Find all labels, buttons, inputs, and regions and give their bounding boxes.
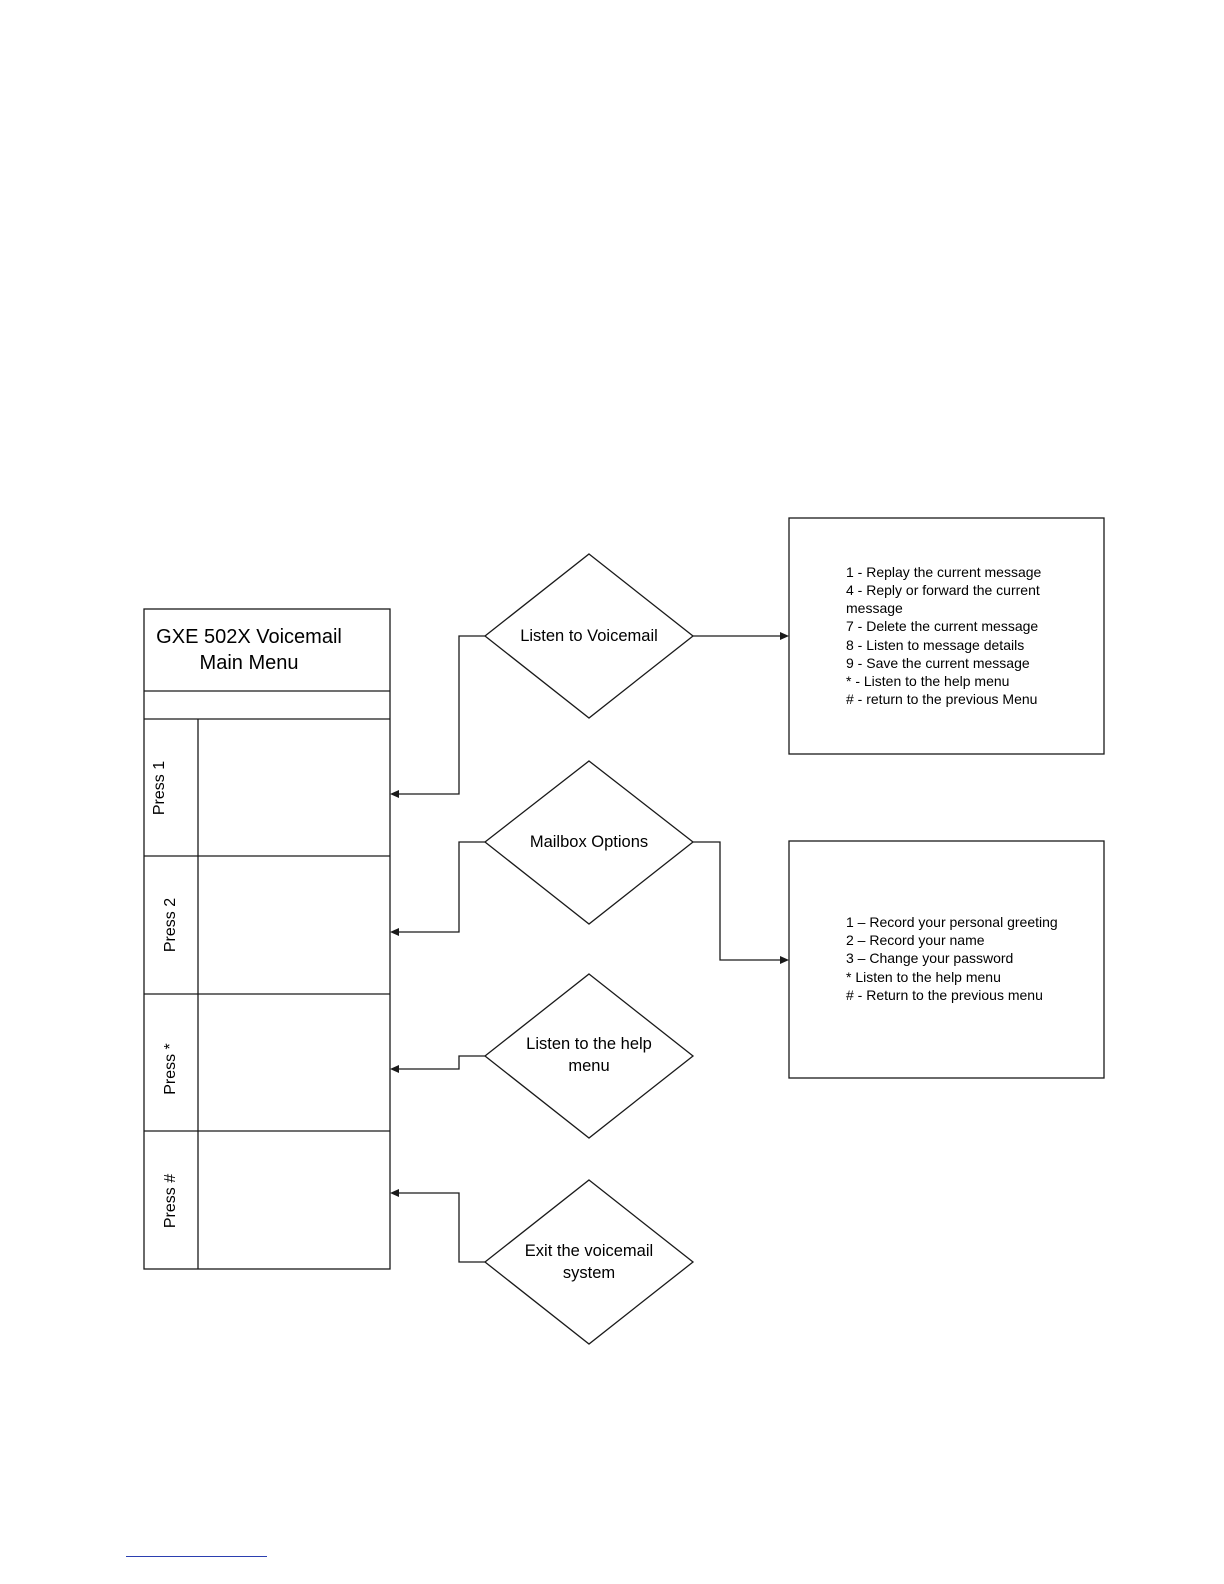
mailbox-options-frame [788,840,1105,1079]
voicemail-option-item: * - Listen to the help menu [846,673,1009,689]
arrowhead-press1 [390,790,399,798]
decision-listen-voicemail: Listen to Voicemail [483,553,695,719]
row-label-press-star: Press * [162,1043,179,1095]
mailbox-option-item: 1 – Record your personal greeting [846,914,1058,930]
voicemail-options-list: 1 - Replay the current message 4 - Reply… [846,564,1042,707]
decision-help-menu: Listen to the help menu [483,973,695,1139]
main-menu-title-line2: Main Menu [200,652,299,674]
footnote-separator [126,1556,267,1557]
diamond-help-menu [483,973,695,1139]
arrowhead-voicemail-options [780,632,789,640]
diamond-exit-system-label-line1: Exit the voicemail [525,1242,653,1260]
voicemail-option-item: message [846,600,903,616]
voicemail-option-item: 9 - Save the current message [846,655,1030,671]
diamond-help-menu-label-line1: Listen to the help [526,1035,652,1053]
arrowhead-press-star [390,1065,399,1073]
voicemail-options-box: 1 - Replay the current message 4 - Reply… [788,517,1105,755]
connector-mailbox-to-options [693,841,780,961]
connector-mailbox-to-press2 [399,841,485,933]
voicemail-option-item: 8 - Listen to message details [846,637,1024,653]
connector-listen-to-press1 [399,635,485,795]
main-menu-title-line1: GXE 502X Voicemail [156,626,342,648]
diamond-help-menu-label-line2: menu [568,1057,609,1075]
diamond-listen-voicemail-label: Listen to Voicemail [520,627,658,645]
main-menu-frame [143,608,391,1270]
row-label-press-hash: Press # [162,1174,179,1228]
mailbox-options-box: 1 – Record your personal greeting 2 – Re… [788,840,1105,1079]
voicemail-options-frame [788,517,1105,755]
mailbox-option-item: * Listen to the help menu [846,969,1001,985]
decision-exit-system: Exit the voicemail system [483,1179,695,1345]
diamond-exit-system-label-line2: system [563,1264,615,1282]
arrowhead-press2 [390,928,399,936]
voicemail-option-item: 7 - Delete the current message [846,618,1038,634]
diamond-mailbox-options [483,760,695,925]
voicemail-option-item: 1 - Replay the current message [846,564,1042,580]
connector-help-to-press-star [399,1055,485,1070]
main-menu-table: GXE 502X Voicemail Main Menu Press 1 Pre… [143,608,391,1270]
diamond-exit-system [483,1179,695,1345]
mailbox-option-item: 2 – Record your name [846,932,985,948]
voicemail-option-item: # - return to the previous Menu [846,691,1037,707]
connector-exit-to-press-hash [399,1192,485,1263]
arrowhead-mailbox-options [780,956,789,964]
connectors [390,632,789,1263]
mailbox-option-item: # - Return to the previous menu [846,987,1043,1003]
mailbox-options-list: 1 – Record your personal greeting 2 – Re… [846,914,1058,1003]
mailbox-option-item: 3 – Change your password [846,950,1013,966]
diamond-listen-voicemail [483,553,695,719]
arrowhead-press-hash [390,1189,399,1197]
decision-mailbox-options: Mailbox Options [483,760,695,925]
row-label-press-1: Press 1 [151,761,168,815]
row-label-press-2: Press 2 [162,898,179,952]
diamond-mailbox-options-label: Mailbox Options [530,833,648,851]
voicemail-option-item: 4 - Reply or forward the current [846,582,1040,598]
